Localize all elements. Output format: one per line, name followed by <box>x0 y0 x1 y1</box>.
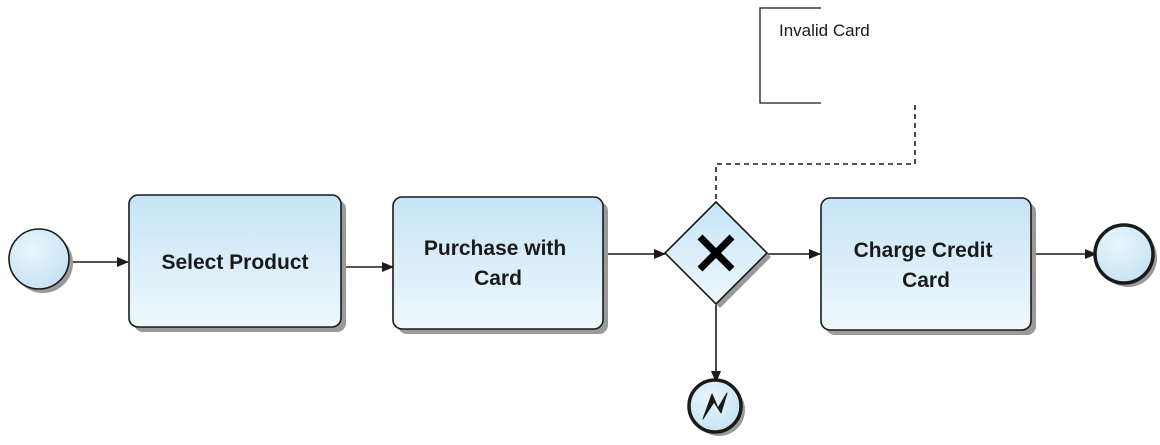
error-end-event[interactable] <box>687 378 745 436</box>
exclusive-gateway[interactable] <box>663 200 771 308</box>
task-select-product[interactable]: Select Product <box>128 194 346 332</box>
task-box <box>820 197 1032 331</box>
lightning-icon <box>702 392 728 420</box>
task-label: Purchase with Card <box>424 237 572 290</box>
task-label-line: Purchase with <box>424 237 566 260</box>
start-event[interactable] <box>8 228 73 293</box>
start-event-circle <box>8 228 70 290</box>
x-icon <box>697 234 735 272</box>
annotation-association[interactable] <box>715 105 916 203</box>
task-label-line: Charge Credit <box>854 239 993 262</box>
task-purchase-with-card[interactable]: Purchase with Card <box>392 196 608 334</box>
task-label-line: Card <box>902 269 950 292</box>
task-label-line: Select Product <box>161 251 308 274</box>
annotation-text: Invalid Card <box>779 21 870 40</box>
task-charge-credit-card[interactable]: Charge Credit Card <box>820 197 1036 335</box>
text-annotation[interactable]: Invalid Card <box>759 7 870 104</box>
task-box <box>128 194 342 328</box>
end-event-circle <box>1093 223 1155 285</box>
task-label: Charge Credit Card <box>854 239 999 292</box>
task-label: Select Product <box>161 251 308 274</box>
end-event[interactable] <box>1093 223 1157 287</box>
error-end-event-circle <box>687 378 743 434</box>
sequence-flows <box>71 249 1097 383</box>
task-box <box>392 196 604 330</box>
annotation-bracket <box>759 7 821 104</box>
task-label-line: Card <box>474 267 522 290</box>
